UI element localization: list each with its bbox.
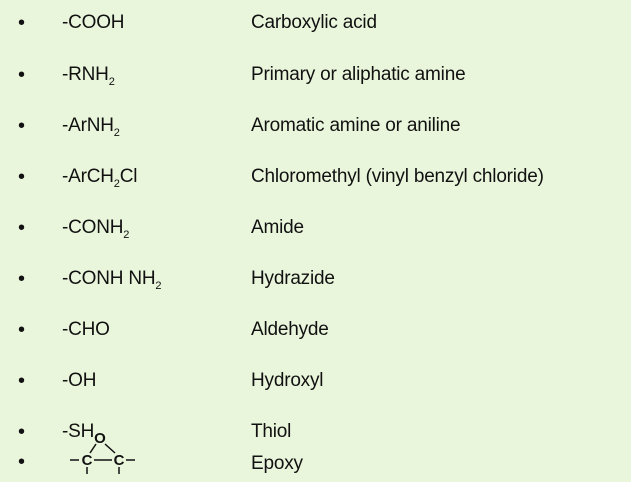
list-item: • -CHO Aldehyde xyxy=(0,318,631,348)
group-name: Amide xyxy=(251,217,304,238)
group-formula: -CONH2 xyxy=(62,217,130,241)
carbon-atom-label-right: C xyxy=(114,452,125,469)
carbon-atom-label-left: C xyxy=(82,452,93,469)
group-formula: -CHO xyxy=(62,319,110,340)
epoxide-ring-structure-icon: O C C xyxy=(70,432,135,474)
bullet-icon: • xyxy=(18,370,26,392)
bullet-icon: • xyxy=(18,319,26,341)
list-item: • -SH Thiol xyxy=(0,420,631,450)
group-formula: -OH xyxy=(62,370,97,391)
group-name: Thiol xyxy=(251,421,292,442)
group-name: Aromatic amine or aniline xyxy=(251,115,461,136)
bullet-icon: • xyxy=(18,268,26,290)
bond-line xyxy=(104,443,116,454)
group-formula: -COOH xyxy=(62,12,125,33)
group-name: Primary or aliphatic amine xyxy=(251,64,466,85)
group-name: Carboxylic acid xyxy=(251,12,377,33)
group-name: Aldehyde xyxy=(251,319,329,340)
oxygen-atom-label: O xyxy=(94,432,106,447)
group-formula: -CONH NH2 xyxy=(62,268,162,292)
list-item: • O C C Epoxy xyxy=(0,432,631,482)
bond-line xyxy=(89,443,97,454)
list-item: • -CONH2 Amide xyxy=(0,216,631,246)
bullet-icon: • xyxy=(18,451,26,473)
bullet-icon: • xyxy=(18,64,26,86)
list-item: • -RNH2 Primary or aliphatic amine xyxy=(0,63,631,93)
list-item: • -OH Hydroxyl xyxy=(0,369,631,399)
list-item: • -ArCH2Cl Chloromethyl (vinyl benzyl ch… xyxy=(0,165,631,195)
list-item: • -CONH NH2 Hydrazide xyxy=(0,267,631,297)
bullet-icon: • xyxy=(18,12,26,34)
bullet-icon: • xyxy=(18,115,26,137)
group-name: Hydrazide xyxy=(251,268,335,289)
group-formula: -RNH2 xyxy=(62,64,115,88)
bullet-icon: • xyxy=(18,166,26,188)
group-formula: -SH xyxy=(62,421,95,442)
group-name: Epoxy xyxy=(251,453,303,474)
group-formula: -ArCH2Cl xyxy=(62,166,138,190)
group-name: Hydroxyl xyxy=(251,370,324,391)
group-formula: -ArNH2 xyxy=(62,115,120,139)
bullet-icon: • xyxy=(18,421,26,443)
group-name: Chloromethyl (vinyl benzyl chloride) xyxy=(251,166,544,187)
list-item: • -ArNH2 Aromatic amine or aniline xyxy=(0,114,631,144)
bullet-icon: • xyxy=(18,217,26,239)
list-item: • -COOH Carboxylic acid xyxy=(0,11,631,41)
